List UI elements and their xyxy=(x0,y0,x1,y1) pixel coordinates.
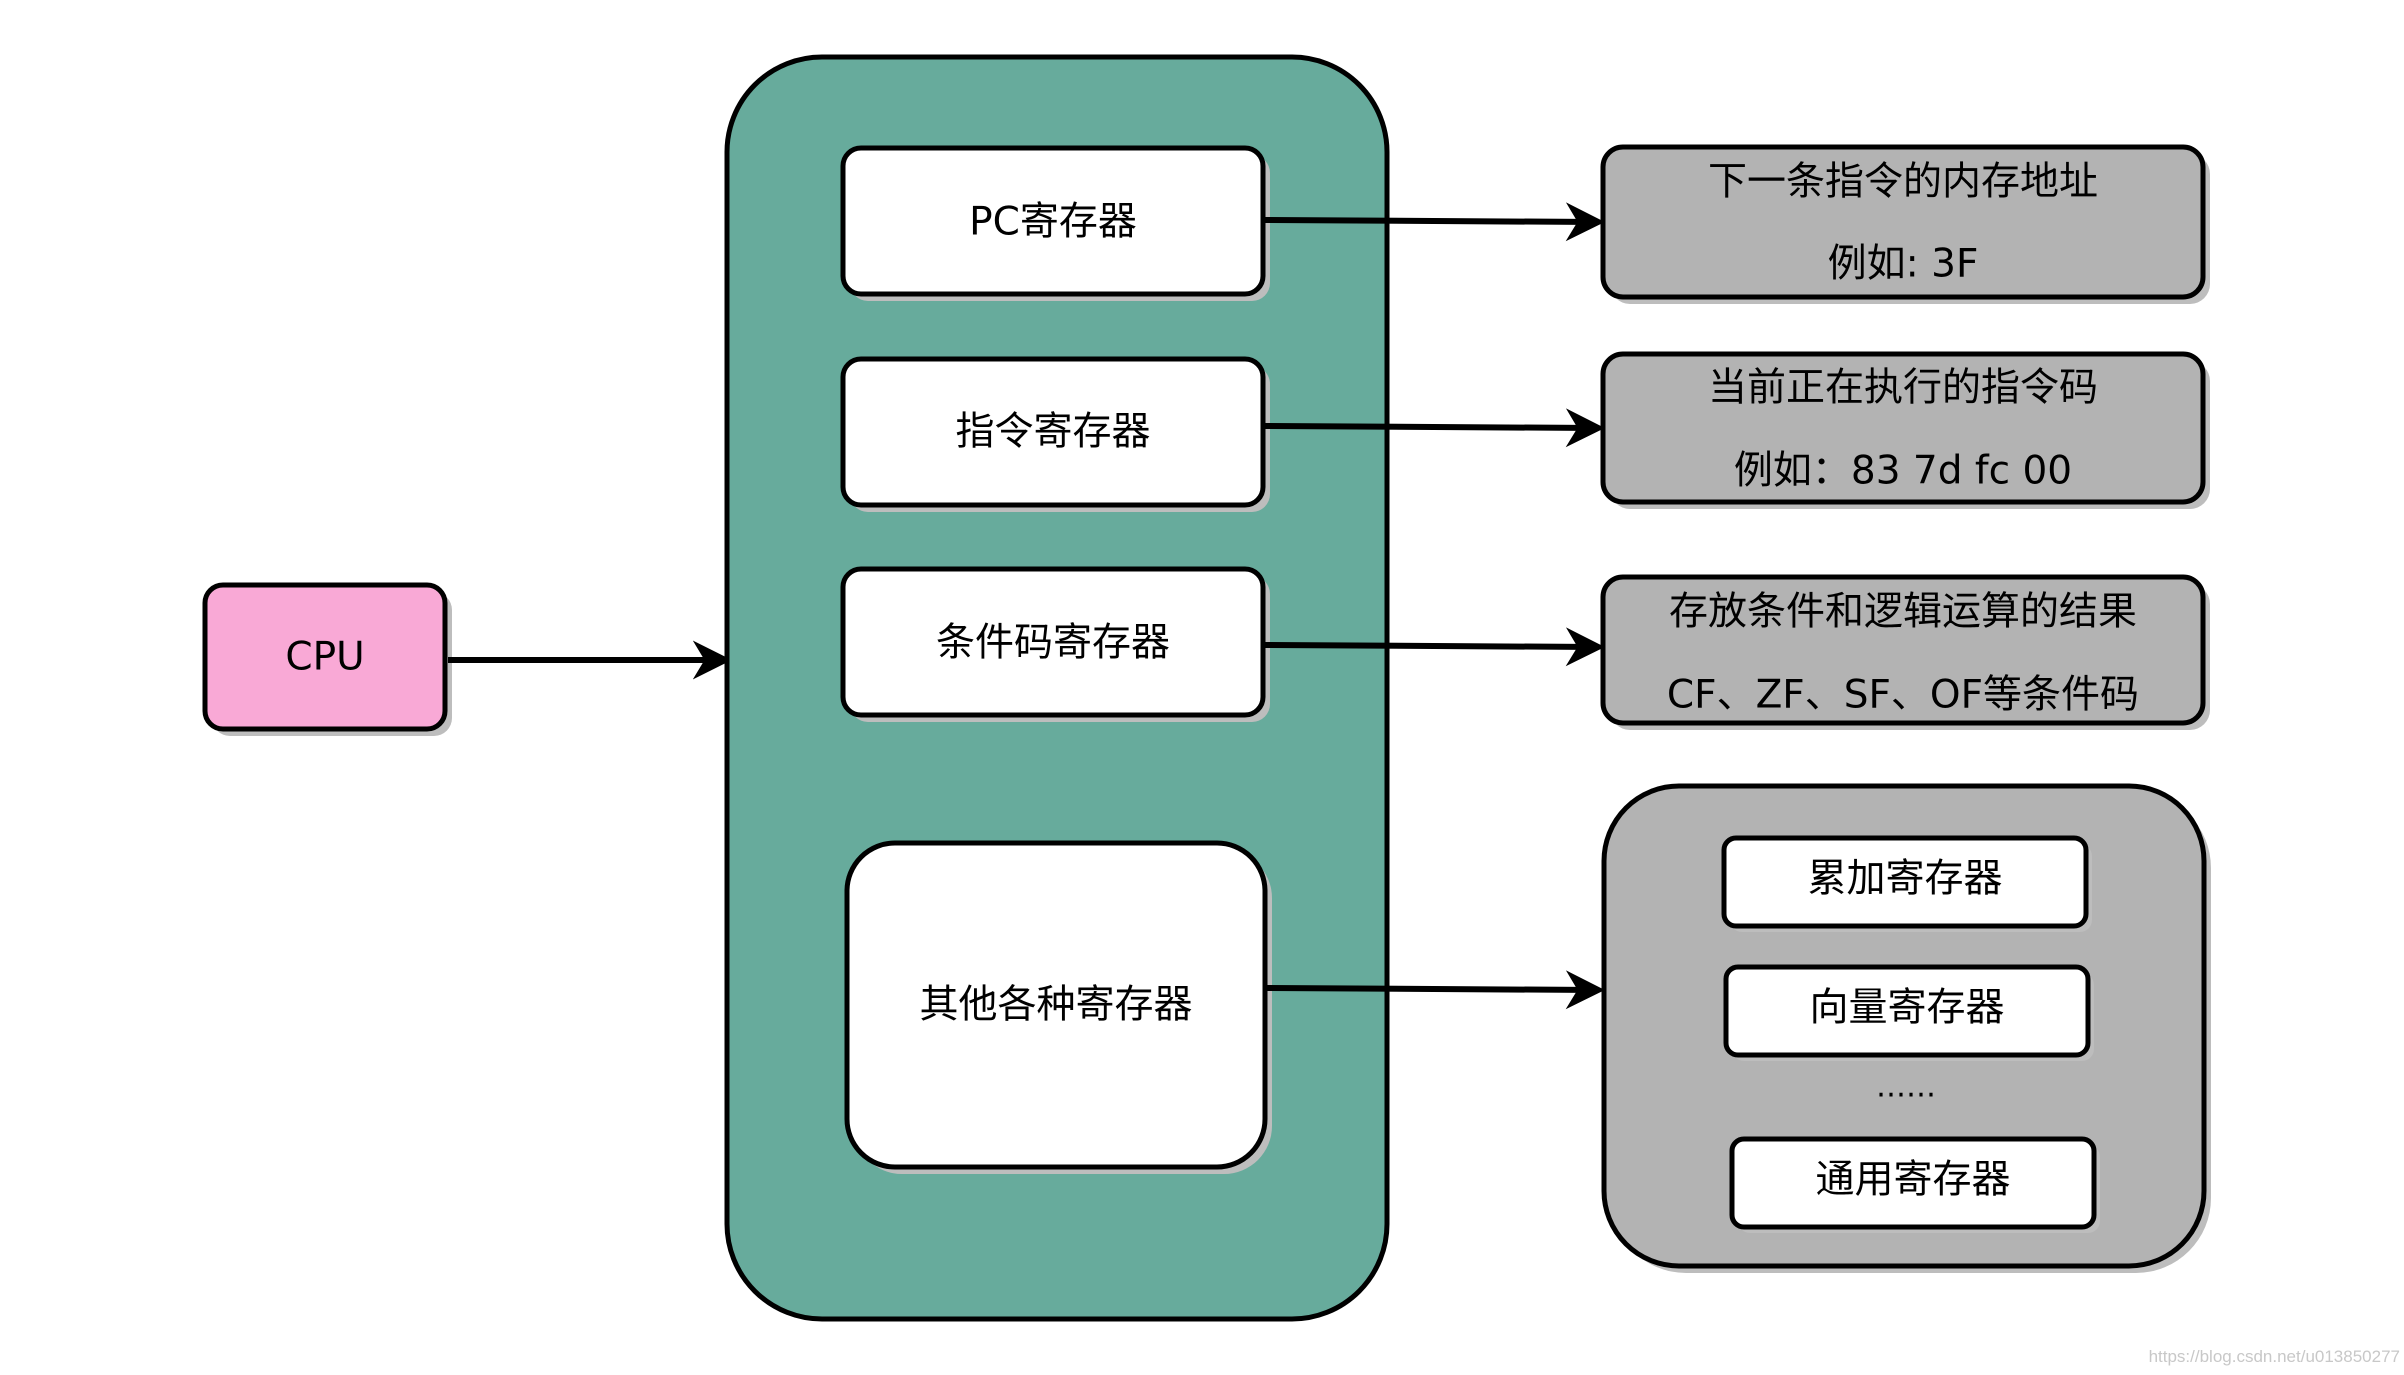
register-box xyxy=(840,566,1266,718)
register-label-other: 其他各种寄存器 xyxy=(919,983,1192,1028)
cpu-box xyxy=(202,582,448,732)
description-box-pc: 下一条指令的内存地址 例如: 3F xyxy=(1600,144,2210,304)
description-box xyxy=(1600,351,2206,505)
description-line: 当前正在执行的指令码 xyxy=(1708,366,2098,411)
description-line: 存放条件和逻辑运算的结果 xyxy=(1669,590,2137,635)
register-box-condition-code: 条件码寄存器 xyxy=(840,566,1270,722)
cpu-node: CPU xyxy=(202,582,452,736)
watermark: https://blog.csdn.net/u013850277 xyxy=(2149,1347,2400,1366)
register-box-instruction: 指令寄存器 xyxy=(840,356,1270,512)
pc-arrow xyxy=(1264,202,1605,242)
other-register-item xyxy=(1721,835,2089,929)
condition-code-arrow xyxy=(1264,627,1605,667)
other-register-label: 向量寄存器 xyxy=(1809,986,2004,1031)
register-box-pc: PC寄存器 xyxy=(840,145,1270,301)
register-label-pc: PC寄存器 xyxy=(969,200,1137,245)
description-line: 例如：83 7d fc 00 xyxy=(1734,449,2072,494)
register-box xyxy=(840,145,1266,297)
ellipsis: …… xyxy=(1876,1070,1936,1105)
description-line: 例如: 3F xyxy=(1828,242,1979,287)
other-registers-arrow xyxy=(1264,970,1605,1010)
other-register-item xyxy=(1729,1136,2097,1230)
description-line: CF、ZF、SF、OF等条件码 xyxy=(1667,673,2139,718)
register-box xyxy=(840,356,1266,508)
other-register-label: 累加寄存器 xyxy=(1807,857,2002,902)
description-box xyxy=(1600,574,2206,726)
register-label-condition-code: 条件码寄存器 xyxy=(936,621,1170,666)
instruction-arrow xyxy=(1264,408,1605,448)
cpu-label: CPU xyxy=(285,635,364,680)
other-registers-group: 累加寄存器 向量寄存器 …… 通用寄存器 xyxy=(1601,783,2211,1273)
register-box-other: 其他各种寄存器 xyxy=(844,840,1272,1174)
other-register-label: 通用寄存器 xyxy=(1815,1158,2010,1203)
other-register-item xyxy=(1723,964,2091,1058)
register-box xyxy=(844,840,1268,1170)
description-box-condition-code: 存放条件和逻辑运算的结果 CF、ZF、SF、OF等条件码 xyxy=(1600,574,2210,730)
description-line: 下一条指令的内存地址 xyxy=(1708,160,2098,205)
description-box xyxy=(1600,144,2206,300)
description-box-instruction: 当前正在执行的指令码 例如：83 7d fc 00 xyxy=(1600,351,2210,509)
register-label-instruction: 指令寄存器 xyxy=(955,410,1150,455)
